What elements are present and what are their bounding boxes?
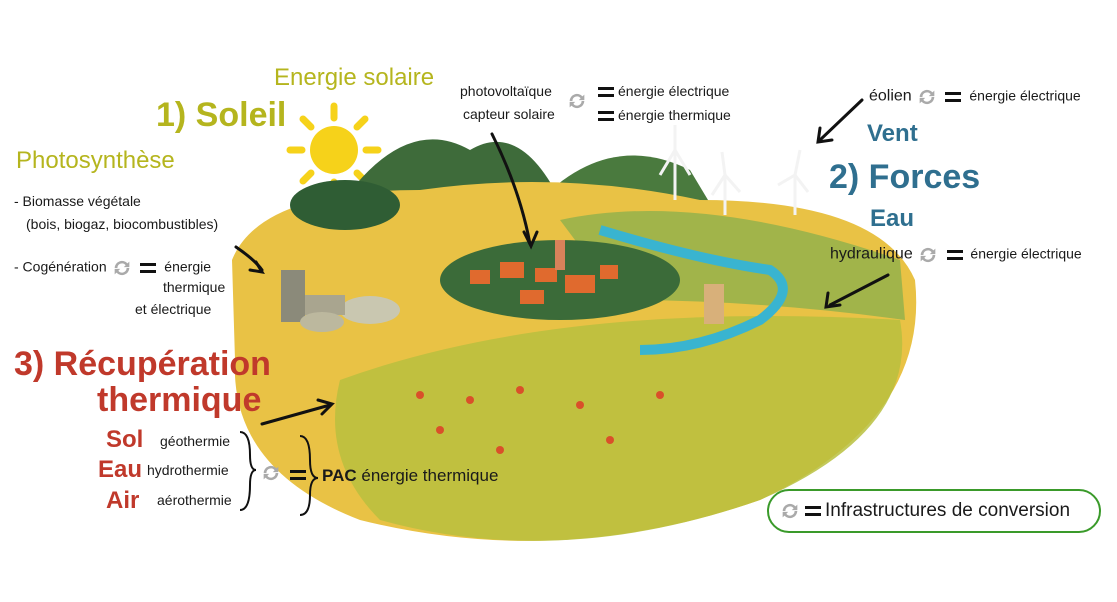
pac-result: énergie thermique [361, 466, 499, 485]
eolien-label: éolien [869, 87, 912, 105]
sun-icon [286, 102, 382, 198]
hydraulique-label: hydraulique [830, 245, 913, 263]
eolien-result: énergie électrique [969, 87, 1081, 104]
aerothermie-label: aérothermie [157, 492, 232, 508]
wind-turbine-icon [658, 125, 810, 215]
conversion-cycle-icon [263, 465, 279, 481]
equals-icon [290, 470, 306, 480]
conversion-cycle-icon [114, 260, 129, 276]
heading-photosynthese: Photosynthèse [16, 147, 175, 174]
heading-soleil: 1) Soleil [156, 96, 287, 134]
heading-eau-force: Eau [870, 205, 915, 232]
equals-icon [598, 111, 614, 122]
heading-recuperation: 3) Récupération [14, 345, 271, 383]
legend-box: Infrastructures de conversion [767, 489, 1101, 533]
equals-icon [805, 506, 821, 516]
conversion-cycle-icon [569, 93, 585, 109]
geothermie-label: géothermie [160, 433, 231, 449]
conversion-cycle-icon [920, 247, 935, 263]
capteur-result: énergie thermique [594, 107, 731, 123]
eolien-row: éolien énergie électrique [869, 86, 1081, 108]
hydrothermie-label: hydrothermie [147, 462, 229, 478]
cogeneration-text: - Cogénération [14, 258, 107, 275]
cogeneration-result2: thermique [163, 279, 226, 295]
conversion-cycle-icon [919, 89, 934, 105]
cogeneration-result1: énergie [164, 258, 211, 275]
pac-row: PAC énergie thermique [322, 466, 498, 486]
equals-icon [946, 250, 963, 260]
legend-label: Infrastructures de conversion [825, 500, 1071, 521]
photovoltaique-result-text: énergie électrique [618, 83, 730, 99]
heading-forces: 2) Forces [829, 158, 981, 196]
label-air: Air [106, 487, 140, 514]
label-eau: Eau [98, 456, 143, 483]
hydraulique-row: hydraulique énergie électrique [830, 244, 1082, 266]
biomasse-detail: (bois, biogaz, biocombustibles) [26, 216, 219, 232]
equals-icon [945, 92, 962, 102]
cogeneration-label: - Cogénération énergie [14, 257, 211, 279]
cogeneration-result3: et électrique [135, 301, 212, 317]
capteur-result-text: énergie thermique [618, 107, 731, 123]
photovoltaique-label: photovoltaïque [460, 83, 552, 99]
equals-icon [140, 263, 157, 273]
heading-thermique: thermique [97, 381, 262, 419]
equals-icon [598, 87, 614, 98]
label-sol: Sol [106, 426, 144, 453]
pac-label: PAC [322, 466, 357, 485]
conversion-cycle-icon [782, 503, 798, 519]
capteur-label: capteur solaire [463, 106, 555, 122]
heading-vent: Vent [867, 120, 918, 147]
photovoltaique-result: énergie électrique [594, 83, 729, 99]
title-energie-solaire: Energie solaire [274, 64, 435, 91]
biomasse-label: - Biomasse végétale [14, 193, 141, 209]
hydraulique-result: énergie électrique [970, 245, 1082, 262]
